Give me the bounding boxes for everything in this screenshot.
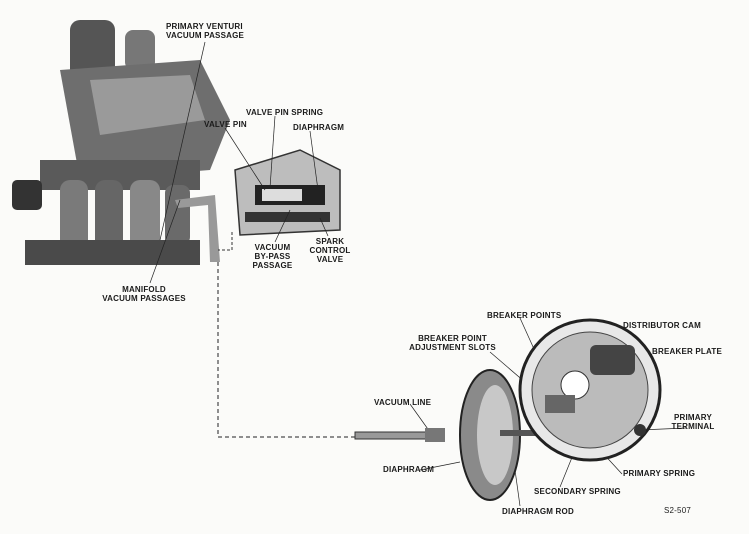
- label-diaphragm-valve: DIAPHRAGM: [293, 123, 345, 132]
- vacuum-line-path: [217, 262, 355, 438]
- label-vacuum-line: VACUUM LINE: [374, 398, 432, 407]
- label-line: SPARK: [315, 237, 345, 246]
- label-line: PRIMARY: [674, 413, 712, 422]
- label-breaker-points: BREAKER POINTS: [487, 311, 562, 320]
- label-primary-venturi: PRIMARY VENTURI VACUUM PASSAGE: [166, 22, 244, 40]
- label-line: VALVE: [316, 255, 344, 264]
- label-breaker-plate: BREAKER PLATE: [652, 347, 723, 356]
- label-vacuum-bypass-passage: VACUUM BY-PASS PASSAGE: [250, 243, 295, 270]
- label-valve-pin-spring: VALVE PIN SPRING: [246, 108, 324, 117]
- label-distributor-cam: DISTRIBUTOR CAM: [623, 321, 701, 330]
- distributor-illustration: [354, 318, 662, 501]
- label-diaphragm-distributor: DIAPHRAGM: [383, 465, 435, 474]
- figure-id: S2-507: [664, 506, 691, 515]
- label-line: VACUUM PASSAGE: [166, 31, 245, 40]
- label-breaker-point-adjustment-slots: BREAKER POINT ADJUSTMENT SLOTS: [400, 334, 505, 352]
- carburetor-illustration: [12, 20, 230, 265]
- label-line: TERMINAL: [671, 422, 715, 431]
- label-secondary-spring: SECONDARY SPRING: [534, 487, 621, 496]
- label-valve-pin: VALVE PIN: [204, 120, 247, 129]
- label-line: BY-PASS: [254, 252, 291, 261]
- label-primary-terminal: PRIMARY TERMINAL: [668, 413, 718, 431]
- spark-control-valve-illustration: [218, 149, 341, 251]
- label-line: VACUUM: [254, 243, 291, 252]
- label-diaphragm-rod: DIAPHRAGM ROD: [502, 507, 574, 516]
- label-manifold-vacuum-passages: MANIFOLD VACUUM PASSAGES: [98, 285, 190, 303]
- label-line: BREAKER POINT: [418, 334, 487, 343]
- label-primary-spring: PRIMARY SPRING: [623, 469, 696, 478]
- label-line: PASSAGE: [252, 261, 293, 270]
- label-line: CONTROL: [309, 246, 351, 255]
- label-spark-control-valve: SPARK CONTROL VALVE: [305, 237, 355, 264]
- label-line: PRIMARY VENTURI: [166, 22, 243, 31]
- label-line: ADJUSTMENT SLOTS: [409, 343, 496, 352]
- label-line: VACUUM PASSAGES: [102, 294, 186, 303]
- label-line: MANIFOLD: [122, 285, 166, 294]
